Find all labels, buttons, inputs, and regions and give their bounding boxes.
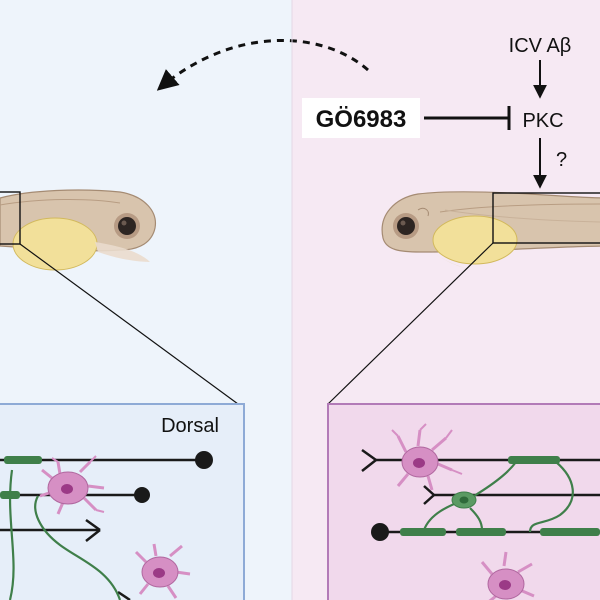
right-microglia-1 <box>391 423 463 491</box>
left-zoom-line-1 <box>19 243 239 405</box>
axon-terminal <box>195 451 213 469</box>
left-zoom-box <box>0 191 21 245</box>
stimulus-label: ICV Aβ <box>509 35 572 57</box>
inhibitor-label-box <box>302 98 420 138</box>
axon-terminal <box>134 487 150 503</box>
left-zebrafish-larva <box>0 189 156 271</box>
left-oligodendrocyte <box>0 456 122 600</box>
right-zebrafish-larva <box>381 191 600 268</box>
kinase-label: PKC <box>522 110 563 132</box>
right-microglia-2 <box>480 551 535 600</box>
right-zoom-box <box>492 192 600 244</box>
left-microglia-1 <box>39 455 105 515</box>
left-detail-panel <box>0 403 245 600</box>
inhibitor-label: GÖ6983 <box>316 106 407 133</box>
left-microglia-2 <box>134 543 191 599</box>
unknown-link-label: ? <box>556 149 567 171</box>
region-label: Dorsal <box>161 415 219 437</box>
axon-terminal <box>371 523 389 541</box>
right-zoom-line-1 <box>327 242 494 405</box>
right-oligodendrocytes <box>400 456 600 536</box>
